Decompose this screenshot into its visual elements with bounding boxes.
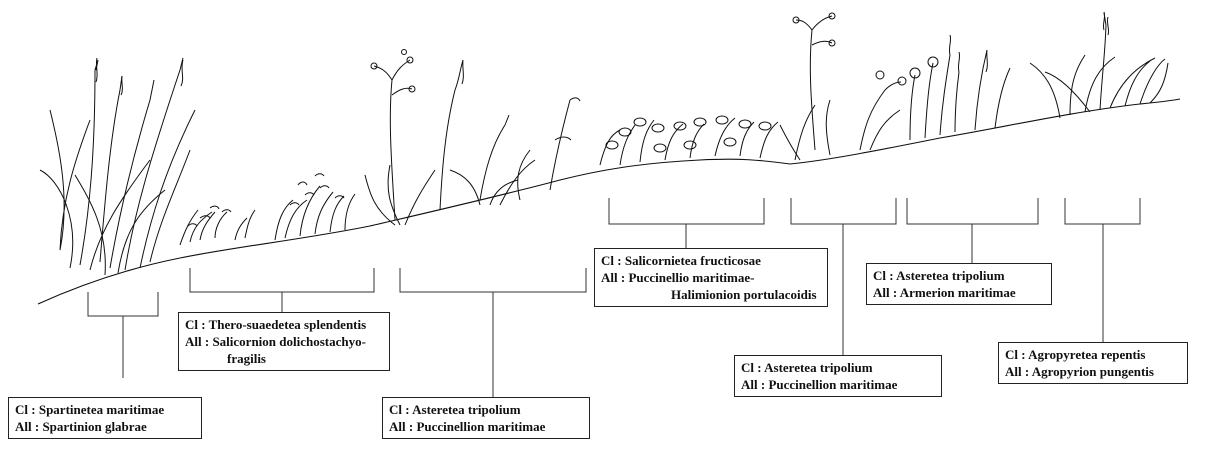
class-prefix: Cl : <box>389 402 412 417</box>
alliance-name: Puccinellio maritimae- <box>628 270 754 285</box>
spartina-grass <box>40 58 195 275</box>
alliance-name: Puccinellion maritimae <box>768 377 897 392</box>
alliance-prefix: All : <box>601 270 628 285</box>
class-name: Agropyretea repentis <box>1028 347 1145 362</box>
zone-label-thero-suaedetea: Cl : Thero-suaedetea splendentis All : S… <box>178 312 390 371</box>
alliance-name: Salicornion dolichostachyo- <box>212 334 366 349</box>
alliance-name-continued: fragilis <box>185 350 383 367</box>
aster-puccinellia-plants <box>365 50 580 226</box>
class-prefix: Cl : <box>185 317 209 332</box>
class-prefix: Cl : <box>741 360 764 375</box>
class-name: Asteretea tripolium <box>412 402 520 417</box>
alliance-prefix: All : <box>185 334 212 349</box>
zone-label-asteretea-mid: Cl : Asteretea tripolium All : Puccinell… <box>734 355 942 397</box>
salicornia-shrubs <box>180 174 355 245</box>
zone-label-agropyretea: Cl : Agropyretea repentis All : Agropyri… <box>998 342 1188 384</box>
halimione-clumps <box>600 116 778 165</box>
class-name: Asteretea tripolium <box>896 268 1004 283</box>
alliance-prefix: All : <box>741 377 768 392</box>
class-prefix: Cl : <box>601 253 625 268</box>
upper-aster-plants <box>780 13 906 160</box>
alliance-prefix: All : <box>389 419 416 434</box>
alliance-name: Spartinion glabrae <box>42 419 146 434</box>
agropyron-grass <box>1030 12 1168 118</box>
class-name: Thero-suaedetea splendentis <box>209 317 367 332</box>
alliance-name: Agropyrion pungentis <box>1032 364 1154 379</box>
class-prefix: Cl : <box>15 402 39 417</box>
zone-label-asteretea-low: Cl : Asteretea tripolium All : Puccinell… <box>382 397 590 439</box>
zone-label-salicornietea: Cl : Salicornietea fructicosae All : Puc… <box>594 248 828 307</box>
class-name: Asteretea tripolium <box>764 360 872 375</box>
alliance-name: Puccinellion maritimae <box>416 419 545 434</box>
zone-label-spartina: Cl : Spartinetea maritimae All : Spartin… <box>8 397 202 439</box>
alliance-name-continued: Halimionion portulacoidis <box>601 286 821 303</box>
alliance-prefix: All : <box>873 285 900 300</box>
class-name: Spartinetea maritimae <box>39 402 164 417</box>
alliance-prefix: All : <box>1005 364 1032 379</box>
alliance-prefix: All : <box>15 419 42 434</box>
zone-label-armerion: Cl : Asteretea tripolium All : Armerion … <box>866 263 1052 305</box>
class-prefix: Cl : <box>1005 347 1028 362</box>
armeria-plants <box>910 35 1010 140</box>
alliance-name: Armerion maritimae <box>900 285 1016 300</box>
class-prefix: Cl : <box>873 268 896 283</box>
class-name: Salicornietea fructicosae <box>625 253 761 268</box>
